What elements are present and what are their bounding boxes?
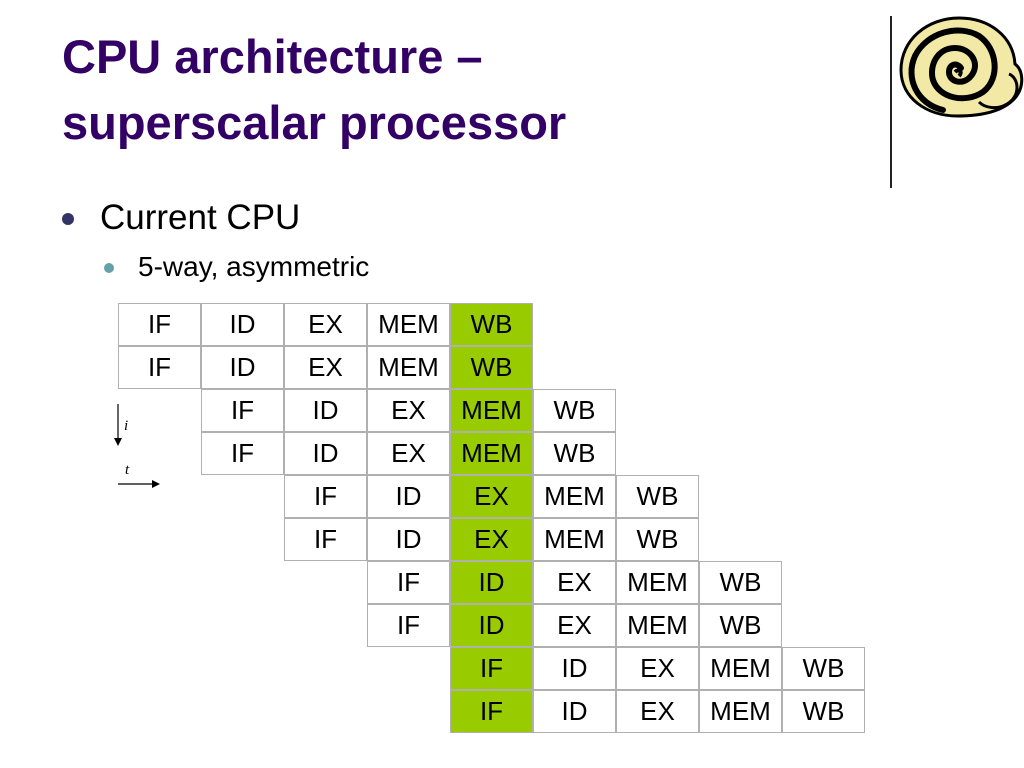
stage-cell-wb: WB (533, 389, 616, 432)
stage-cell-mem: MEM (367, 346, 450, 389)
stage-cell-mem: MEM (367, 303, 450, 346)
right-arrow-icon (152, 480, 160, 488)
stage-cell-wb: WB (616, 475, 699, 518)
stage-cell-id: ID (201, 303, 284, 346)
instruction-axis-label: i (124, 418, 128, 434)
stage-cell-if: IF (201, 432, 284, 475)
stage-cell-mem: MEM (616, 561, 699, 604)
stage-cell-ex: EX (533, 604, 616, 647)
stage-cell-wb: WB (450, 303, 533, 346)
sub-bullet-dot (104, 263, 114, 273)
sub-bullet-text: 5-way, asymmetric (138, 251, 370, 282)
stage-cell-ex: EX (533, 561, 616, 604)
stage-cell-wb: WB (782, 690, 865, 733)
stage-cell-ex: EX (450, 518, 533, 561)
stage-cell-if: IF (450, 690, 533, 733)
stage-cell-id: ID (284, 389, 367, 432)
bullet-dot (62, 213, 74, 225)
stage-cell-mem: MEM (533, 475, 616, 518)
stage-cell-ex: EX (284, 346, 367, 389)
stage-cell-id: ID (201, 346, 284, 389)
stage-cell-wb: WB (782, 647, 865, 690)
stage-cell-id: ID (367, 475, 450, 518)
stage-cell-id: ID (284, 432, 367, 475)
stage-cell-ex: EX (367, 432, 450, 475)
stage-cell-wb: WB (699, 604, 782, 647)
stage-cell-id: ID (533, 690, 616, 733)
stage-cell-if: IF (118, 346, 201, 389)
stage-cell-if: IF (367, 604, 450, 647)
stage-cell-id: ID (450, 604, 533, 647)
stage-cell-wb: WB (533, 432, 616, 475)
time-axis-label: t (125, 462, 130, 478)
stage-cell-if: IF (450, 647, 533, 690)
stage-cell-id: ID (450, 561, 533, 604)
stage-cell-wb: WB (450, 346, 533, 389)
stage-cell-wb: WB (616, 518, 699, 561)
stage-cell-wb: WB (699, 561, 782, 604)
stage-cell-mem: MEM (450, 432, 533, 475)
slide-title-line-1: CPU architecture – (62, 30, 483, 83)
stage-cell-mem: MEM (533, 518, 616, 561)
stage-cell-ex: EX (284, 303, 367, 346)
stage-cell-if: IF (284, 475, 367, 518)
slide-title: CPU architecture – superscalar processor (62, 24, 566, 156)
stage-cell-if: IF (367, 561, 450, 604)
stage-cell-if: IF (201, 389, 284, 432)
stage-cell-if: IF (284, 518, 367, 561)
stage-cell-ex: EX (616, 647, 699, 690)
stage-cell-mem: MEM (450, 389, 533, 432)
stage-cell-mem: MEM (699, 647, 782, 690)
scroll-icon (899, 16, 1024, 118)
stage-cell-mem: MEM (616, 604, 699, 647)
stage-cell-if: IF (118, 303, 201, 346)
title-divider (890, 16, 892, 188)
down-arrow-icon (114, 438, 122, 446)
bullet-text: Current CPU (100, 198, 301, 237)
stage-cell-mem: MEM (699, 690, 782, 733)
stage-cell-id: ID (533, 647, 616, 690)
stage-cell-ex: EX (367, 389, 450, 432)
stage-cell-ex: EX (450, 475, 533, 518)
slide-title-line-2: superscalar processor (62, 96, 567, 149)
axis-indicator: i t (114, 404, 160, 488)
stage-cell-id: ID (367, 518, 450, 561)
stage-cell-ex: EX (616, 690, 699, 733)
